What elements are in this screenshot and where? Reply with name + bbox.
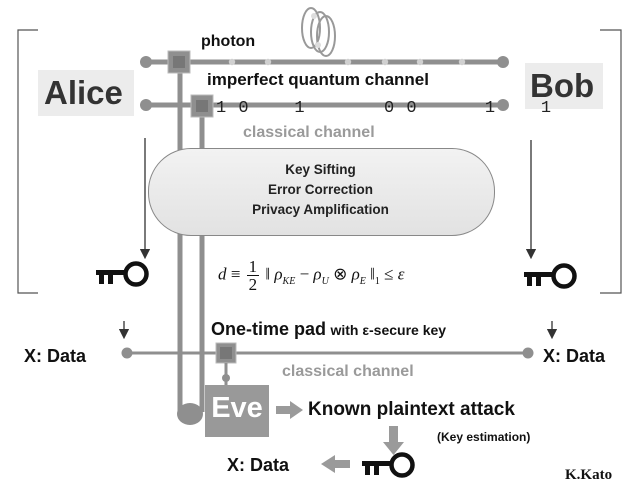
key-icon: [96, 261, 149, 287]
eve-box: [205, 385, 269, 437]
bob-box: [525, 63, 603, 109]
photon-line-end-right: [497, 56, 509, 68]
key-estimation-label: (Key estimation): [437, 430, 531, 444]
bob-bracket: [600, 29, 622, 294]
classical-channel-label-2: classical channel: [282, 363, 414, 380]
eve-tap-join: [177, 403, 203, 425]
photon-line-end-left: [140, 56, 152, 68]
data-left: X: Data: [24, 346, 87, 366]
otp-rest: with ε-secure key: [330, 322, 447, 338]
bob-label: Bob: [530, 67, 595, 104]
step-privacy-amplification: Privacy Amplification: [252, 202, 389, 217]
classical-channel-label-1: classical channel: [243, 124, 375, 141]
classical-tap-dot: [222, 374, 230, 382]
bit-sequence: 1 0 1 0 0 1 1: [216, 99, 553, 118]
alice-bracket: [17, 29, 38, 294]
left-arrow-icon: [321, 455, 350, 473]
eve-label: Eve: [211, 392, 263, 424]
photon-label: photon: [201, 33, 256, 50]
process-pill: [148, 148, 495, 236]
down-arrow-icon: [383, 426, 404, 455]
tap-square-photon-inner: [173, 56, 185, 68]
data-bottom: X: Data: [227, 455, 290, 475]
classical-line-end-right: [522, 347, 534, 359]
author-label: K.Kato: [565, 467, 613, 483]
step-error-correction: Error Correction: [267, 182, 374, 197]
right-arrow-icon: [276, 401, 303, 419]
tap-square-quantum-inner: [196, 100, 208, 112]
security-formula: d ≡ 1 2 ‖ ρKE − ρU ⊗ ρE ‖1 ≤ ε: [218, 257, 405, 294]
tap-square-classical-inner: [220, 347, 232, 359]
step-key-sifting: Key Sifting: [285, 162, 356, 177]
key-icon: [362, 452, 415, 478]
data-right: X: Data: [543, 346, 606, 366]
alice-box: [38, 70, 134, 116]
otp-label: One-time pad with ε-secure key: [211, 320, 446, 339]
process-steps: Key Sifting Error Correction Privacy Amp…: [148, 160, 493, 220]
key-icon: [524, 263, 577, 289]
quantum-channel-label: imperfect quantum channel: [207, 70, 429, 89]
otp-main: One-time pad: [211, 319, 327, 339]
photon-coil: [301, 7, 336, 57]
classical-line-end-left: [121, 347, 133, 359]
quantum-line-end-left: [140, 99, 152, 111]
photon-dots: [228, 58, 466, 66]
alice-label: Alice: [44, 74, 123, 111]
quantum-line-end-right: [497, 99, 509, 111]
attack-label: Known plaintext attack: [308, 399, 515, 420]
